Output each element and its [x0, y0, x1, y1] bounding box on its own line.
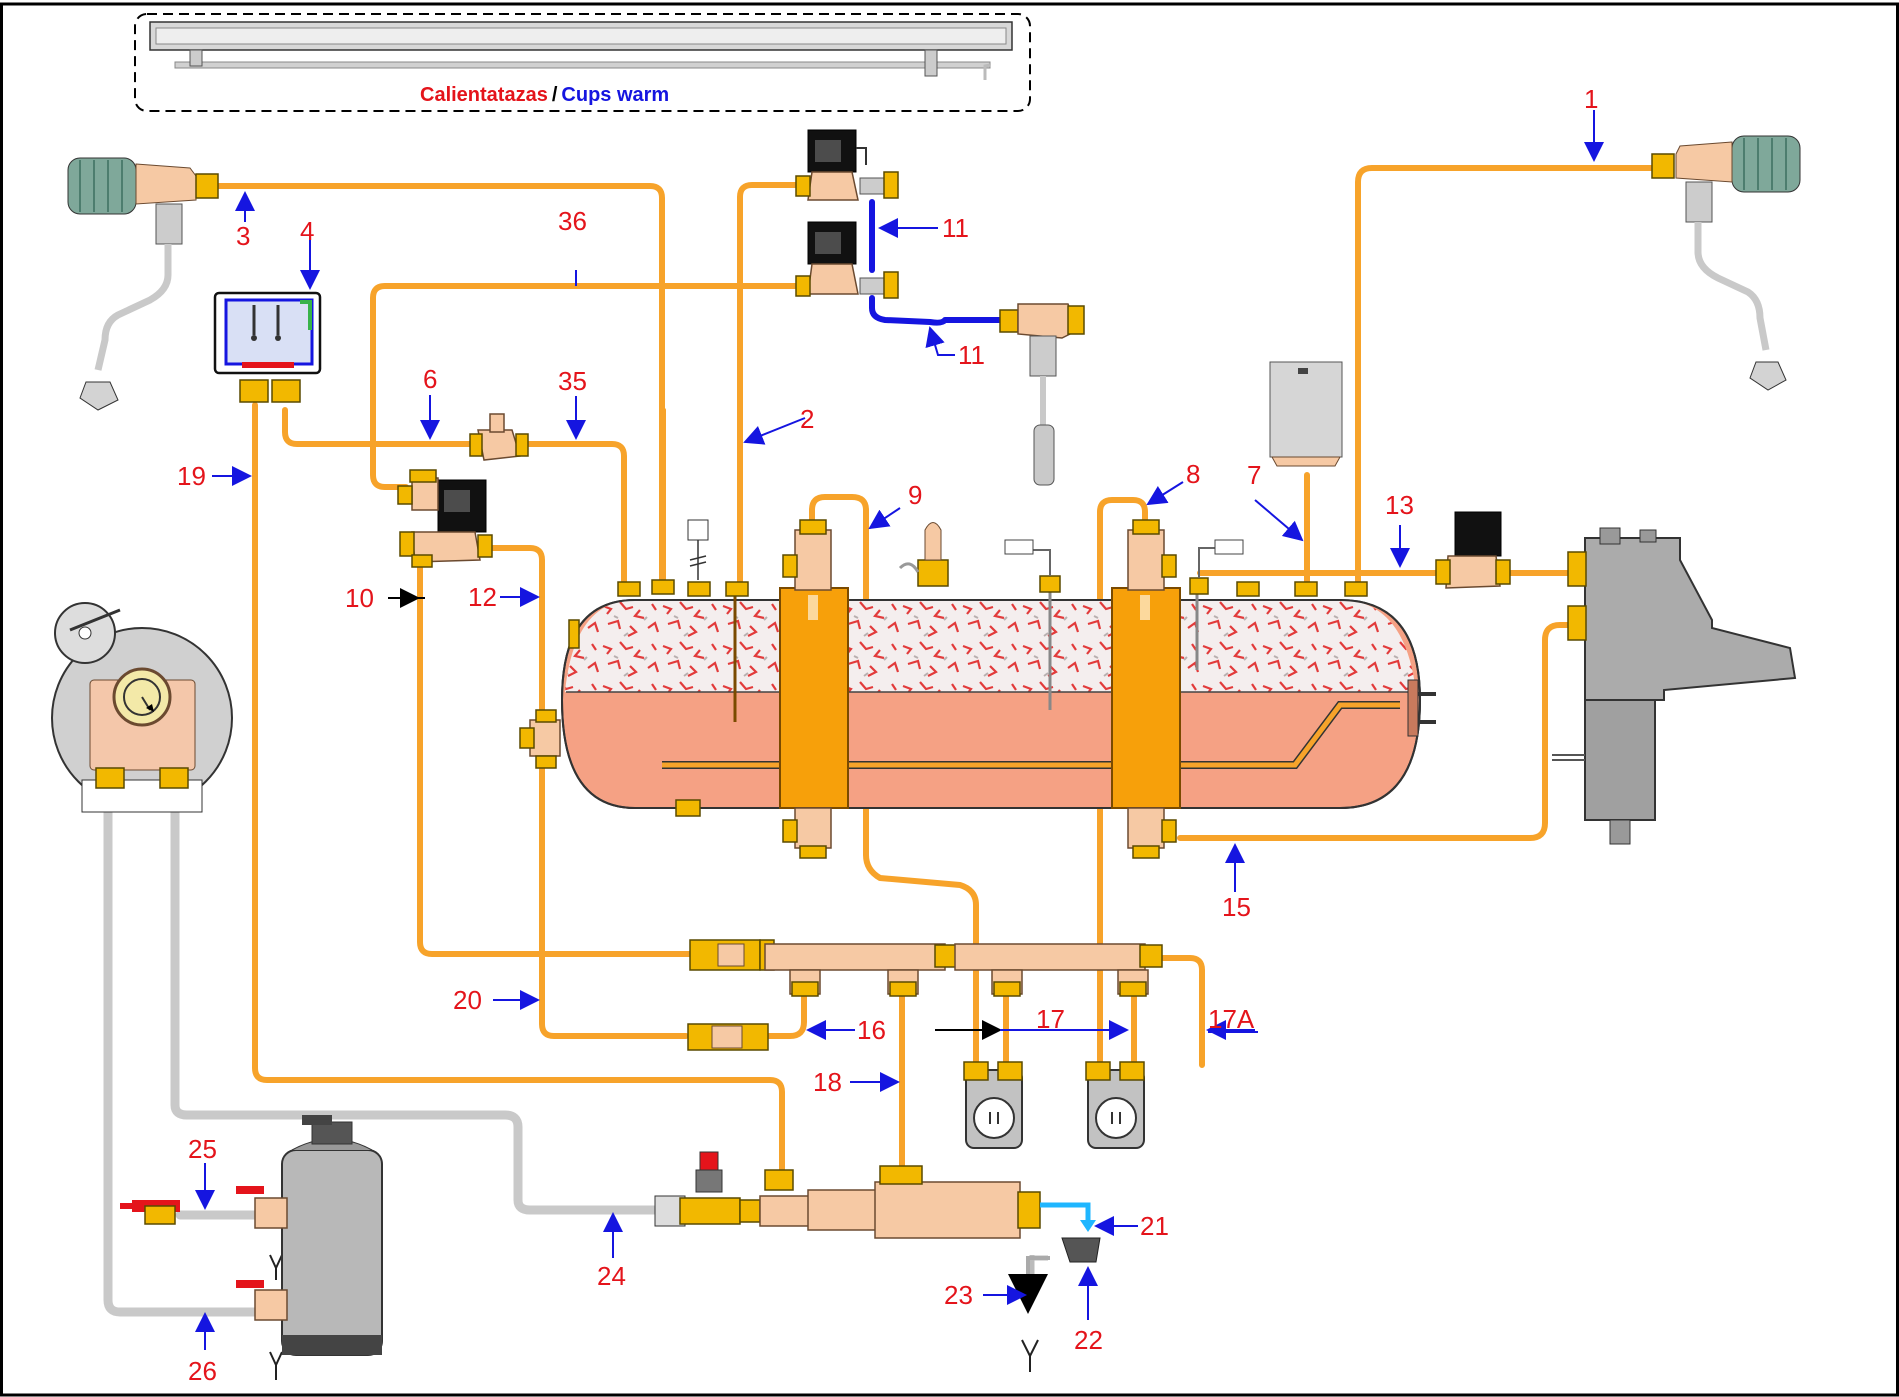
filling-solenoid [397, 469, 493, 568]
label-10: 10 [345, 583, 374, 613]
cup-warmer-separator: / [552, 84, 558, 106]
label-13: 13 [1385, 490, 1414, 520]
gray-hoses [103, 795, 1050, 1380]
label-17a: 17A [1208, 1004, 1255, 1034]
expansion-tank [1269, 361, 1343, 467]
manifold [687, 939, 1163, 1051]
label-11-lower: 11 [958, 340, 985, 370]
svg-text:Calientatazas/Cups warm: Calientatazas/Cups warm [420, 84, 669, 106]
label-11-upper: 11 [942, 213, 969, 243]
flowmeter-right [1085, 1061, 1145, 1149]
label-16: 16 [857, 1015, 886, 1045]
label-6: 6 [423, 364, 437, 394]
label-18: 18 [813, 1067, 842, 1097]
flowmeter-left [963, 1061, 1023, 1149]
pressure-switch [213, 291, 322, 403]
label-3: 3 [236, 221, 250, 251]
label-9: 9 [908, 480, 922, 510]
label-21: 21 [1140, 1211, 1169, 1241]
water-softener [120, 1115, 383, 1356]
hot-water-valve [999, 303, 1085, 486]
pump-motor [51, 602, 233, 813]
label-4: 4 [300, 216, 314, 246]
label-19: 19 [177, 461, 206, 491]
arrows [195, 110, 1604, 1350]
label-17: 17 [1036, 1004, 1065, 1034]
label-1: 1 [1584, 84, 1598, 114]
label-24: 24 [597, 1261, 626, 1291]
label-7: 7 [1247, 460, 1261, 490]
labels: 1 2 3 4 6 7 8 9 10 11 11 12 13 15 16 17 … [177, 84, 1598, 1386]
label-2: 2 [800, 404, 814, 434]
inlet-assembly [654, 1151, 1101, 1263]
cup-warmer-label-en: Cups warm [561, 84, 669, 106]
group-head [1552, 527, 1797, 845]
boiler [519, 519, 1436, 859]
label-26: 26 [188, 1356, 217, 1386]
solenoid-13 [1435, 511, 1511, 589]
label-8: 8 [1186, 459, 1200, 489]
label-36: 36 [558, 206, 587, 236]
label-12: 12 [468, 582, 497, 612]
label-23: 23 [944, 1280, 973, 1310]
cup-warmer: Calientatazas/Cups warm [134, 13, 1031, 112]
pipe-11 [869, 199, 1009, 326]
expansion-valve [469, 413, 529, 461]
label-22: 22 [1074, 1325, 1103, 1355]
solenoid-valves-top [795, 129, 899, 299]
label-35: 35 [558, 366, 587, 396]
steam-wand-left [67, 157, 219, 411]
label-25: 25 [188, 1134, 217, 1164]
cup-warmer-label-es: Calientatazas [420, 84, 548, 106]
label-15: 15 [1222, 892, 1251, 922]
steam-wand-right [1651, 135, 1801, 391]
label-20: 20 [453, 985, 482, 1015]
